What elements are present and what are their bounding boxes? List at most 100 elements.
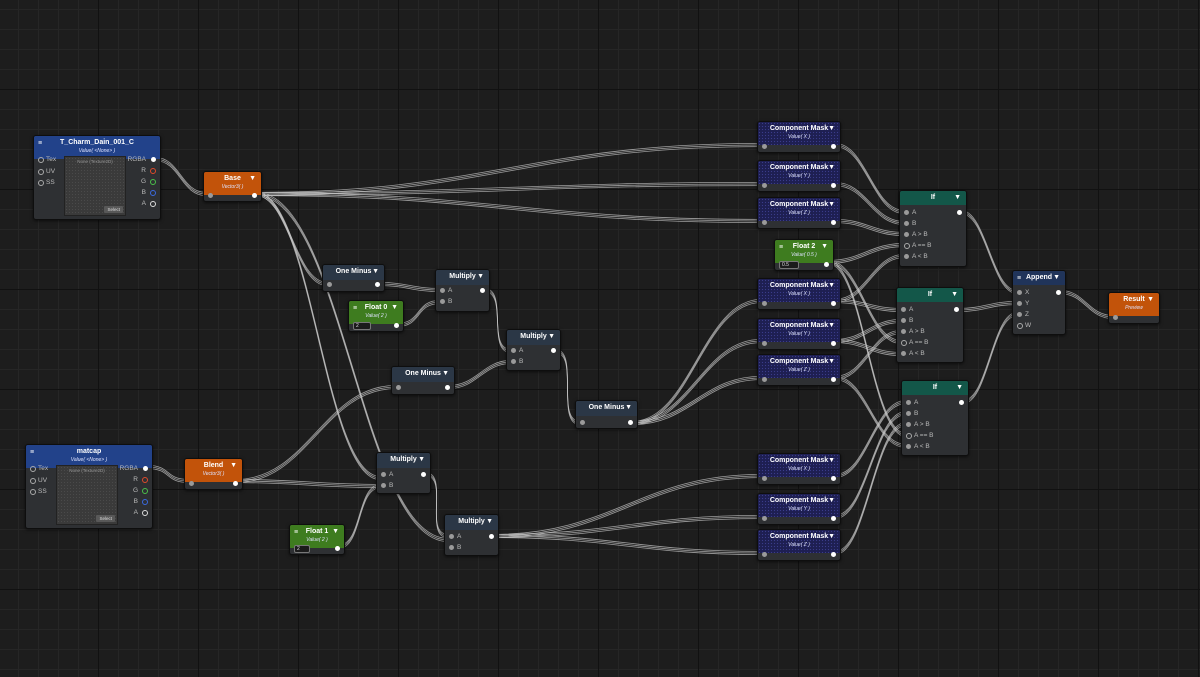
chevron-down-icon[interactable]: ▼ xyxy=(477,273,484,280)
connection-wire[interactable] xyxy=(492,475,762,537)
connection-wire[interactable] xyxy=(834,403,907,478)
connection-wire[interactable] xyxy=(834,254,905,300)
connection-wire[interactable] xyxy=(1059,290,1114,316)
connection-wire[interactable] xyxy=(834,376,907,445)
connection-wire[interactable] xyxy=(235,386,397,482)
chevron-down-icon[interactable]: ▼ xyxy=(249,175,256,182)
chevron-down-icon[interactable]: ▼ xyxy=(828,201,835,208)
connection-wire[interactable] xyxy=(631,299,762,422)
menu-icon[interactable]: ≡ xyxy=(353,305,358,312)
input-pin-a[interactable] xyxy=(440,288,445,293)
select-button[interactable]: Select xyxy=(96,515,115,522)
connection-wire[interactable] xyxy=(834,185,905,225)
connection-wire[interactable] xyxy=(448,361,512,388)
node-header[interactable]: Component Mask ▼ Value( Z ) xyxy=(758,198,840,221)
output-pin[interactable] xyxy=(551,348,556,353)
float-node-2[interactable]: ≡ Float 2 ▼ Value( 0.5 ) 0.5 xyxy=(774,239,834,271)
input-pin-b[interactable] xyxy=(440,299,445,304)
connection-wire[interactable] xyxy=(631,376,762,422)
input-pin-b[interactable] xyxy=(381,483,386,488)
input-pin-a-eq-b[interactable] xyxy=(901,340,907,346)
menu-icon[interactable]: ≡ xyxy=(294,529,299,536)
input-pin[interactable] xyxy=(327,282,332,287)
multiply-node[interactable]: Multiply ▼ A B xyxy=(444,514,499,556)
connection-wire[interactable] xyxy=(492,477,762,538)
menu-icon[interactable]: ≡ xyxy=(779,244,784,251)
input-pin-b[interactable] xyxy=(906,411,911,416)
input-pin[interactable] xyxy=(580,420,585,425)
node-header[interactable]: If ▼ xyxy=(902,381,968,395)
output-pin[interactable] xyxy=(831,301,836,306)
connection-wire[interactable] xyxy=(834,183,905,224)
chevron-down-icon[interactable]: ▼ xyxy=(954,194,961,201)
connection-wire[interactable] xyxy=(834,331,902,379)
chevron-down-icon[interactable]: ▼ xyxy=(548,333,555,340)
node-header[interactable]: Component Mask ▼ Value( X ) xyxy=(758,122,840,145)
input-pin-tex[interactable] xyxy=(30,466,36,472)
connection-wire[interactable] xyxy=(631,300,762,424)
output-pin[interactable] xyxy=(628,420,633,425)
connection-wire[interactable] xyxy=(834,340,902,355)
input-pin[interactable] xyxy=(1113,315,1118,320)
output-pin[interactable] xyxy=(375,282,380,287)
input-pin-tex[interactable] xyxy=(38,157,44,163)
node-header[interactable]: ≡ Float 1 ▼ Value( 2 ) xyxy=(290,525,344,548)
connection-wire[interactable] xyxy=(631,377,762,424)
output-pin[interactable] xyxy=(831,476,836,481)
output-pin-r[interactable] xyxy=(142,477,148,483)
connection-wire[interactable] xyxy=(834,220,905,235)
connection-wire[interactable] xyxy=(255,183,762,195)
blend-node[interactable]: Blend ▼ Vector3( ) xyxy=(184,458,243,490)
chevron-down-icon[interactable]: ▼ xyxy=(828,533,835,540)
texture-preview[interactable]: None (Texture2D) Select xyxy=(64,156,126,216)
chevron-down-icon[interactable]: ▼ xyxy=(821,243,828,250)
node-header[interactable]: ≡ Float 2 ▼ Value( 0.5 ) xyxy=(775,240,833,263)
connection-wire[interactable] xyxy=(154,157,207,193)
chevron-down-icon[interactable]: ▼ xyxy=(828,457,835,464)
float-value-field[interactable]: 2 xyxy=(294,545,310,553)
input-pin-a-lt-b[interactable] xyxy=(906,444,911,449)
component-mask-node-z[interactable]: Component Mask ▼ Value( Z ) xyxy=(757,354,841,386)
chevron-down-icon[interactable]: ▼ xyxy=(230,462,237,469)
multiply-node[interactable]: Multiply ▼ A B xyxy=(376,452,431,494)
float-node-1[interactable]: ≡ Float 1 ▼ Value( 2 ) 2 xyxy=(289,524,345,555)
connection-wire[interactable] xyxy=(962,315,1018,404)
connection-wire[interactable] xyxy=(834,302,902,313)
connection-wire[interactable] xyxy=(834,422,907,552)
connection-wire[interactable] xyxy=(255,193,762,222)
output-pin[interactable] xyxy=(831,552,836,557)
connection-wire[interactable] xyxy=(492,537,762,556)
connection-wire[interactable] xyxy=(146,468,190,483)
multiply-node[interactable]: Multiply ▼ A B xyxy=(435,269,490,312)
result-node[interactable]: Result ▼ Preview xyxy=(1108,292,1160,324)
component-mask-node-x[interactable]: Component Mask ▼ Value( X ) xyxy=(757,453,841,485)
connection-wire[interactable] xyxy=(255,146,762,197)
input-pin[interactable] xyxy=(762,476,767,481)
chevron-down-icon[interactable]: ▼ xyxy=(828,282,835,289)
output-pin[interactable] xyxy=(831,220,836,225)
output-pin[interactable] xyxy=(831,183,836,188)
connection-wire[interactable] xyxy=(631,340,762,424)
input-pin-w[interactable] xyxy=(1017,323,1023,329)
output-pin-b[interactable] xyxy=(142,499,148,505)
node-header[interactable]: Multiply ▼ xyxy=(507,330,560,345)
node-header[interactable]: ≡ Append ▼ xyxy=(1013,271,1065,285)
connection-wire[interactable] xyxy=(255,195,449,542)
component-mask-node-y[interactable]: Component Mask ▼ Value( Y ) xyxy=(757,160,841,192)
connection-wire[interactable] xyxy=(962,313,1018,403)
node-header[interactable]: Base ▼ Vector3( ) xyxy=(204,172,261,195)
input-pin-b[interactable] xyxy=(511,359,516,364)
node-header[interactable]: Multiply ▼ xyxy=(445,515,498,530)
input-pin-a-eq-b[interactable] xyxy=(904,243,910,249)
output-pin-a[interactable] xyxy=(142,510,148,516)
connection-wire[interactable] xyxy=(834,322,902,343)
node-header[interactable]: Result ▼ Preview xyxy=(1109,293,1159,316)
input-pin-uv[interactable] xyxy=(38,169,44,175)
if-node[interactable]: If ▼ A B A > B A == B A < B xyxy=(901,380,969,456)
output-pin[interactable] xyxy=(233,481,238,486)
connection-wire[interactable] xyxy=(154,160,207,196)
output-pin-a[interactable] xyxy=(150,201,156,207)
input-pin-a-lt-b[interactable] xyxy=(901,351,906,356)
connection-wire[interactable] xyxy=(827,261,902,343)
connection-wire[interactable] xyxy=(957,300,1018,309)
